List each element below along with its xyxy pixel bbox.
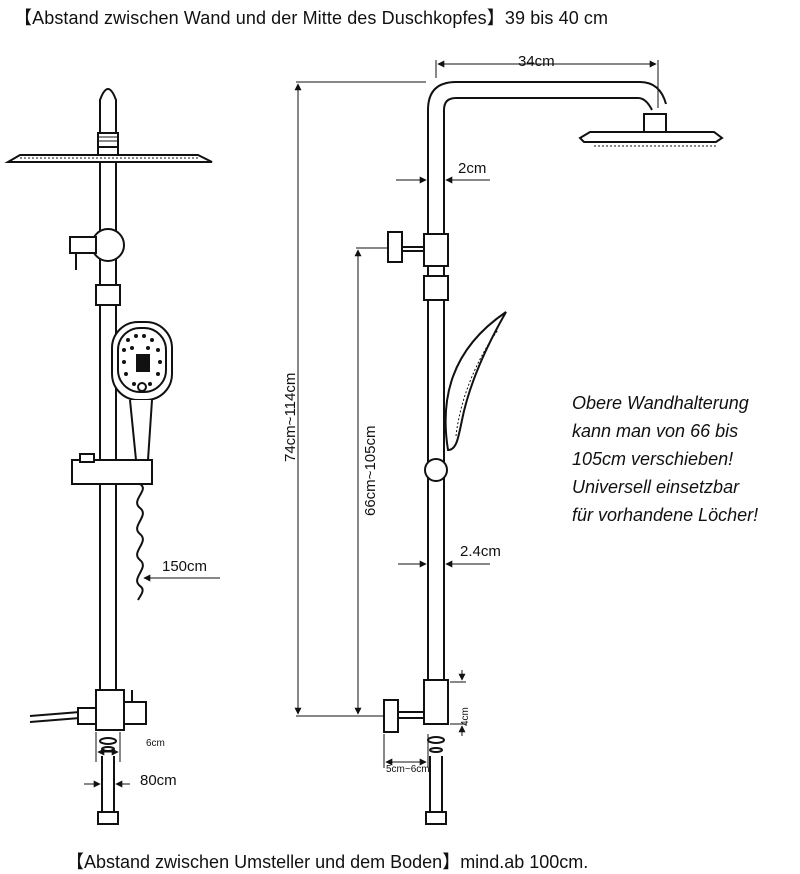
- dimension-lines: [84, 60, 659, 788]
- note-line: kann man von 66 bis: [572, 421, 739, 441]
- dim-arm-length: 34cm: [518, 53, 555, 70]
- dim-wall-offset: 5cm~6cm: [386, 764, 430, 775]
- side-view: [383, 81, 724, 825]
- side-hand-shower: [444, 311, 507, 452]
- dim-bracket-range: 66cm~105cm: [362, 425, 379, 516]
- front-arm-nut: [97, 132, 119, 148]
- note-line: 105cm verschieben!: [572, 449, 734, 469]
- footer-caption: 【Abstand zwischen Umsteller und dem Bode…: [66, 852, 589, 872]
- note-line: für vorhandene Löcher!: [572, 505, 759, 525]
- front-top-arm: [99, 88, 117, 135]
- dim-pipe-lower: 2.4cm: [460, 543, 501, 560]
- front-hose: [136, 483, 144, 601]
- side-shower-head: [578, 131, 724, 143]
- side-upper-bracket: [423, 233, 449, 267]
- dim-hose-length: 150cm: [162, 558, 208, 575]
- dim-valve-offset: 6cm: [146, 738, 165, 749]
- side-main-pipe: [427, 81, 667, 700]
- side-slider-knob: [424, 458, 448, 482]
- dim-hose-bottom: 80cm: [140, 772, 177, 789]
- side-arm-nut: [643, 113, 667, 133]
- dim-total-height: 74cm~114cm: [282, 372, 299, 462]
- note-line: Universell einsetzbar: [572, 477, 740, 497]
- front-hand-shower-nozzles: [122, 334, 162, 386]
- front-view: [4, 88, 213, 825]
- dim-pipe-upper: 2cm: [458, 160, 487, 177]
- note-line: Obere Wandhalterung: [572, 393, 749, 413]
- bracket-note: Obere Wandhalterung kann man von 66 bis …: [572, 389, 758, 529]
- header-caption: 【Abstand zwischen Wand und der Mitte des…: [14, 8, 609, 28]
- side-diverter: [423, 679, 449, 725]
- front-hose-out: [29, 711, 81, 723]
- front-slider-holder: [71, 459, 153, 485]
- dim-valve-height: 4cm: [460, 707, 471, 726]
- front-diverter: [95, 689, 125, 731]
